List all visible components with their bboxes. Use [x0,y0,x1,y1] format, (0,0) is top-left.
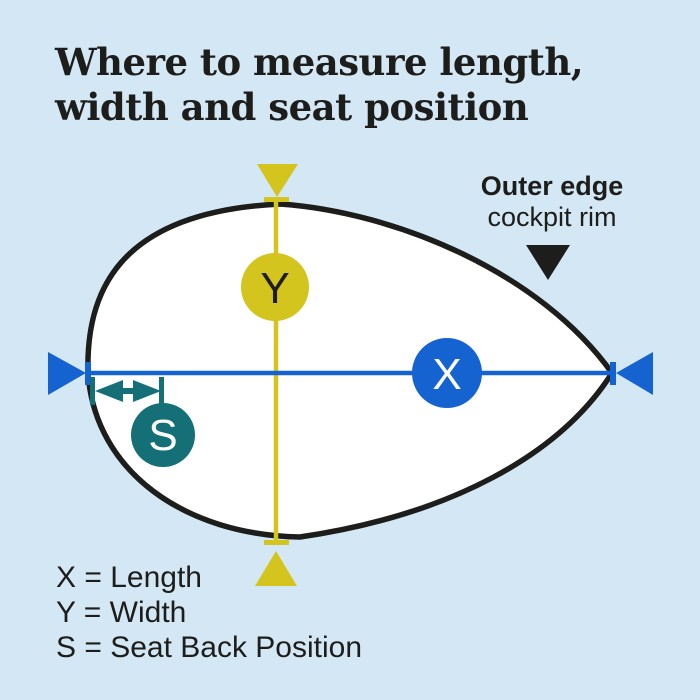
width-tick-bottom [264,540,289,545]
page-title-line-2: width and seat position [55,85,529,129]
seat-position-measure-group [90,377,164,405]
length-arrow-right-icon [616,352,653,395]
width-marker-circle [241,253,309,321]
length-tick-left [85,362,91,385]
length-marker-badge: X [412,338,482,408]
outer-edge-callout: Outer edge cockpit rim [452,171,652,233]
seat-arrow-shaft [114,388,144,394]
width-arrow-top-icon [257,164,298,197]
seat-tick-right [159,377,164,405]
legend-line-width: Y = Width [56,596,187,629]
length-arrow-left-icon [48,352,86,395]
page-title-line-1: Where to measure length, [55,40,584,84]
legend-line-seat: S = Seat Back Position [56,631,363,664]
seat-tick-left [90,377,95,405]
seat-marker-label: S [148,411,177,460]
legend: X = Length Y = Width S = Seat Back Posit… [56,560,362,665]
seat-arrow-right-icon [133,380,161,402]
callout-pointer-icon [526,245,570,280]
width-arrow-bottom-icon [255,551,297,586]
length-tick-right [610,362,616,385]
legend-line-length: X = Length [56,561,202,594]
seat-marker-circle [131,403,195,467]
width-marker-badge: Y [241,253,309,321]
width-marker-label: Y [260,264,289,313]
seat-marker-badge: S [131,403,195,467]
length-measure-group [48,352,653,395]
width-tick-top [264,197,289,202]
page-title: Where to measure length, width and seat … [55,40,584,130]
length-marker-label: X [432,350,461,399]
seat-arrow-left-icon [95,380,123,402]
length-marker-circle [412,338,482,408]
callout-title: Outer edge [480,171,624,201]
callout-subtitle: cockpit rim [487,202,617,232]
